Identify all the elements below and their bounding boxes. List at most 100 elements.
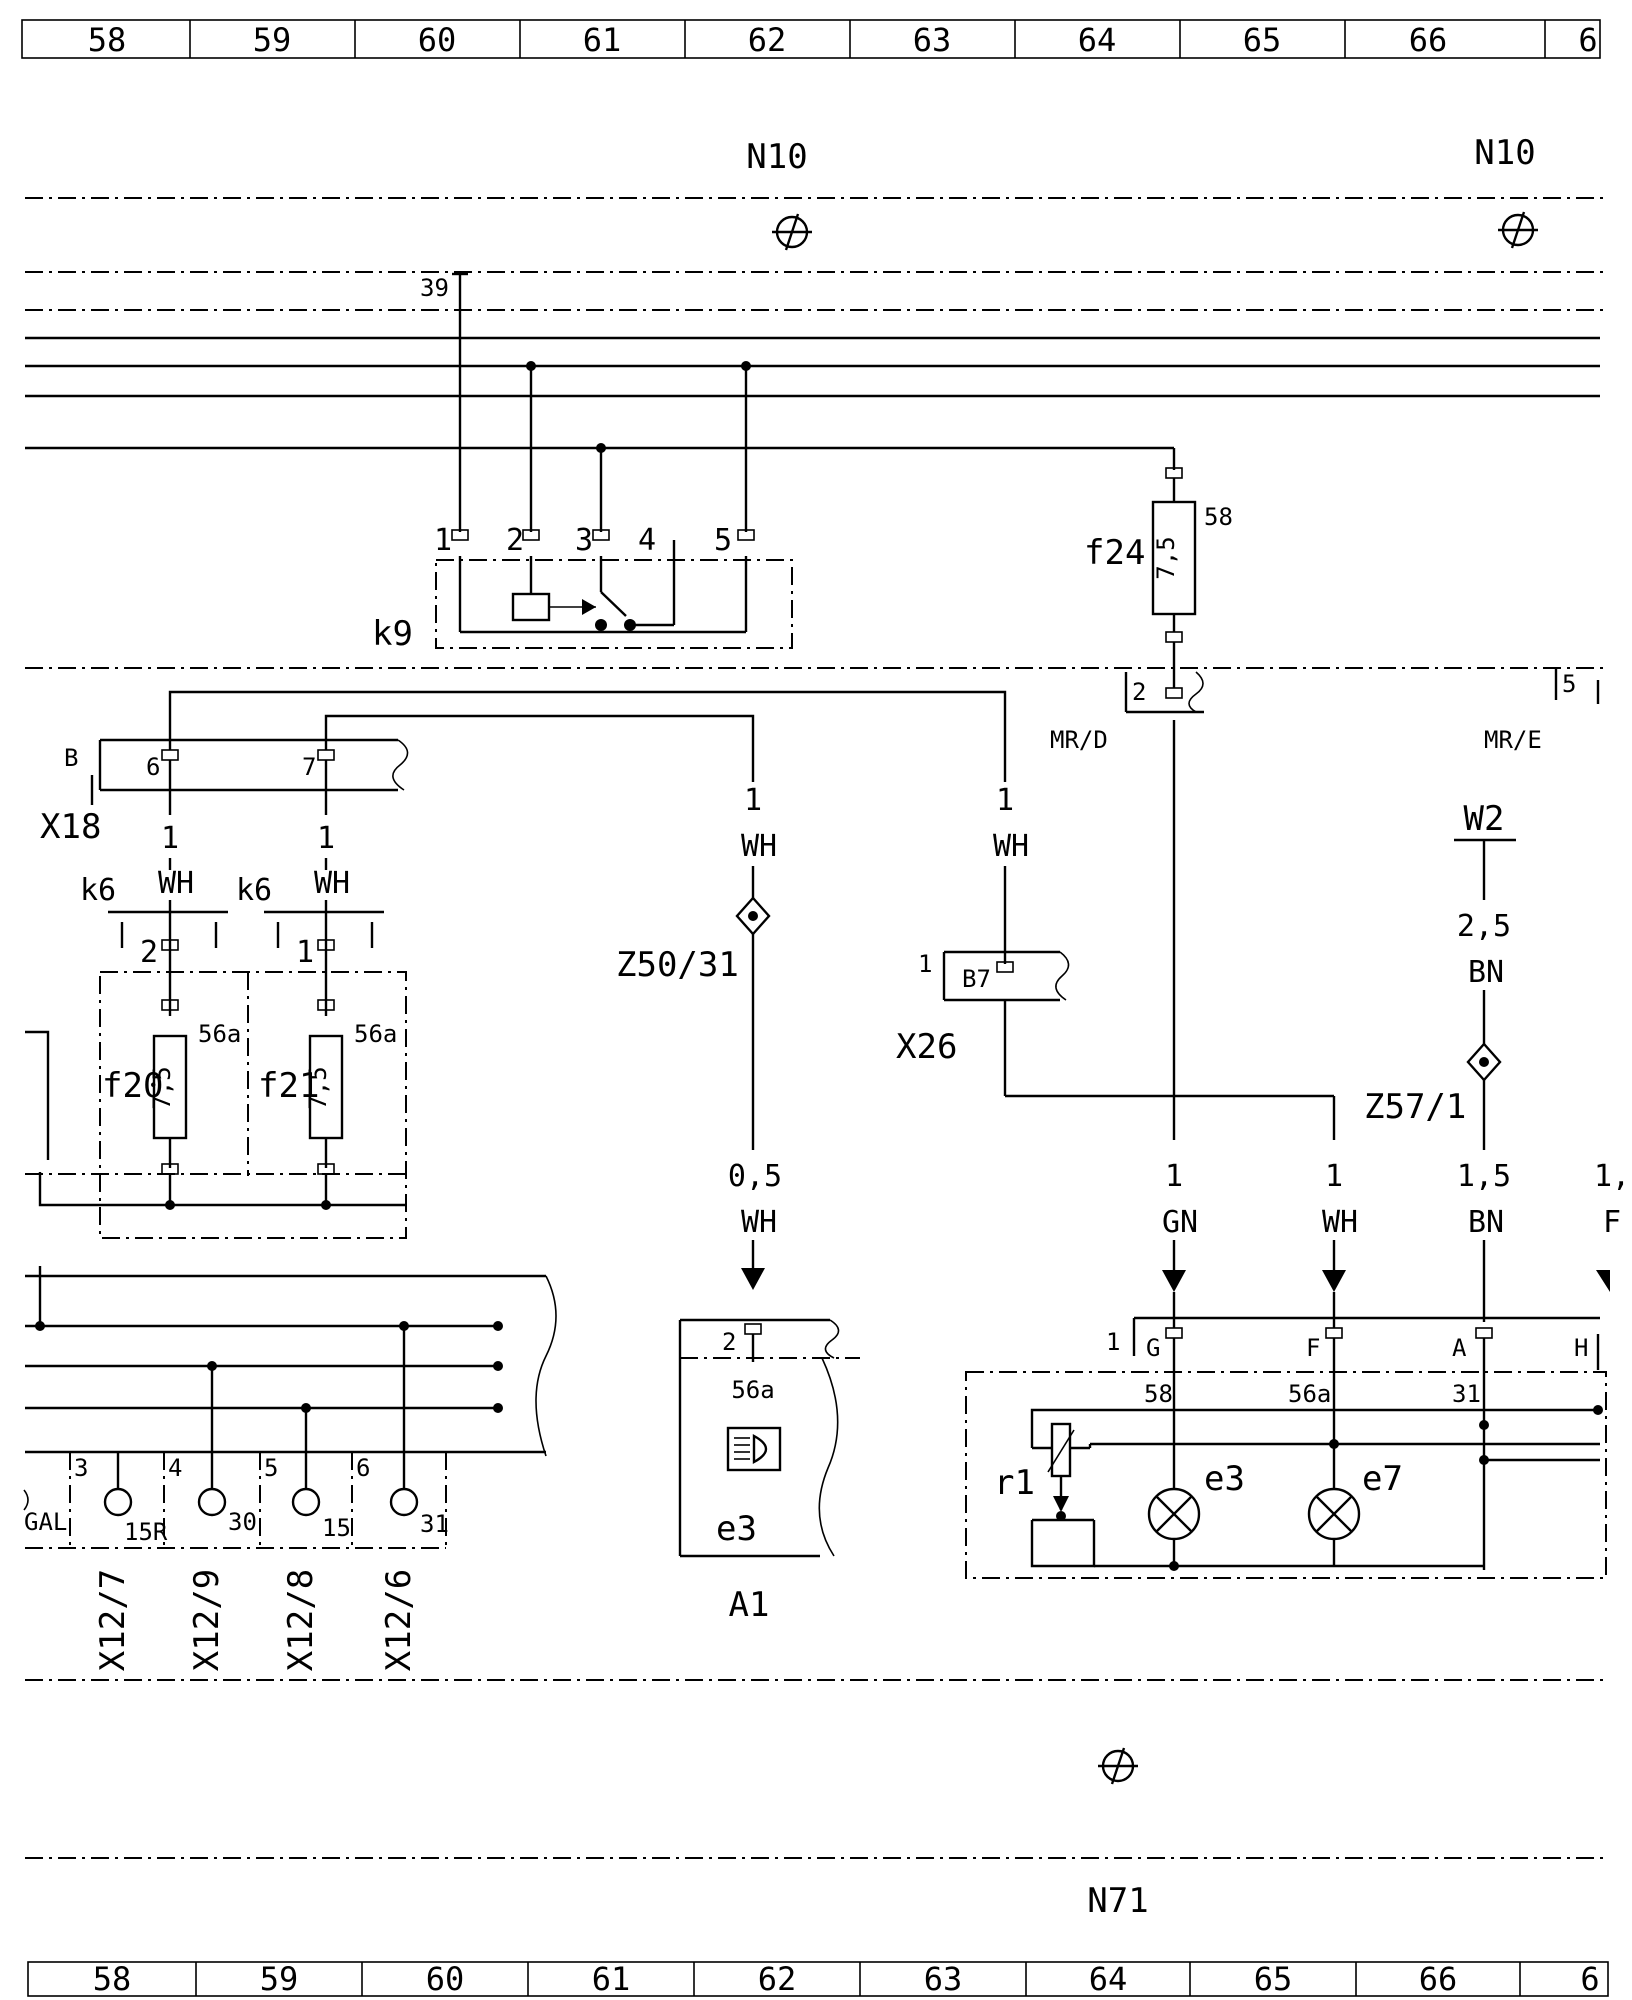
bottom-ruler-cell: 62 <box>758 1960 797 1998</box>
wire-size: 1 <box>744 783 762 818</box>
top-ruler: 58 59 60 61 62 63 64 65 66 6 <box>21 19 1601 59</box>
ground-node-label: N10 <box>746 137 807 177</box>
panel-pin-letter: G <box>1146 1334 1160 1362</box>
a1-pin: 2 <box>722 1328 736 1356</box>
x12-slot-name: X12/9 <box>187 1569 227 1671</box>
wire-size: 2,5 <box>1457 909 1511 944</box>
relay-pin-label: 1 <box>434 523 452 558</box>
lamp-e3: e3 <box>1147 1459 1245 1571</box>
wire-size: 1, <box>1594 1159 1630 1194</box>
fuse-holder: k6 <box>236 873 272 908</box>
connector-pin: 6 <box>146 753 160 781</box>
fuse-name: f21 <box>258 1066 319 1106</box>
wire-color: WH <box>741 829 777 864</box>
top-ruler-cell: 63 <box>913 21 952 59</box>
top-ruler-cell: 58 <box>88 21 127 59</box>
relay-pin-label: 2 <box>506 523 524 558</box>
wire-size: 1 <box>161 821 179 856</box>
connector-mr-e: 5 MR/E <box>1484 668 1600 754</box>
connector-name: MR/E <box>1484 726 1542 754</box>
top-ruler-cell: 66 <box>1409 21 1448 59</box>
x12-terminal: 31 <box>420 1510 449 1538</box>
bottom-ruler-cell: 6 <box>1580 1960 1599 1998</box>
panel-feeds: 1 GN 1 WH W2 2,5 BN Z57/1 1,5 BN 1, F <box>1162 720 1630 1322</box>
fuse-f20: k6 2 7,5 f20 56a <box>80 873 241 1175</box>
x12-pin: 5 <box>264 1454 278 1482</box>
fuse-rating: 7,5 <box>1152 536 1180 579</box>
connector-name: X18 <box>40 807 101 847</box>
connector-pin: B7 <box>962 965 991 993</box>
wire-color: WH <box>158 866 194 901</box>
wire-size: 1 <box>996 783 1014 818</box>
wire-color: WH <box>741 1205 777 1240</box>
a1-terminal: 56a <box>731 1376 774 1404</box>
bus-lines <box>25 336 1600 470</box>
panel-pin-letter: A <box>1452 1334 1467 1362</box>
x12-slot-name: X12/6 <box>379 1569 419 1671</box>
panel-pin-terminal: 31 <box>1452 1380 1481 1408</box>
x12-pin: 6 <box>356 1454 370 1482</box>
wire-size: 1 <box>1165 1159 1183 1194</box>
instrument-panel: 1 G F A H 58 56a 31 <box>965 1292 1607 1579</box>
wire-color: BN <box>1468 1205 1504 1240</box>
a1-lamp: e3 <box>716 1509 757 1549</box>
fuse-pin: 1 <box>296 935 314 970</box>
ground-node-bottom: N71 <box>1087 1747 1149 1921</box>
x12-left-label: GAL <box>24 1508 67 1536</box>
fuse-rating: 7,5 <box>304 1066 332 1109</box>
panel-pin-terminal: 58 <box>1144 1380 1173 1408</box>
bottom-ruler-cell: 61 <box>592 1960 631 1998</box>
top-ruler-cell: 61 <box>583 21 622 59</box>
bottom-ruler-cell: 59 <box>260 1960 299 1998</box>
relay-pin-label: 4 <box>638 523 656 558</box>
wire-color: WH <box>993 829 1029 864</box>
connector-mr-d: 2 MR/D <box>1050 642 1204 754</box>
relay-pin-label: 39 <box>420 274 449 302</box>
top-ruler-cell: 64 <box>1078 21 1117 59</box>
x26-branch: 1 WH 1 B7 X26 <box>896 783 1336 1140</box>
fuse-f21: k6 1 7,5 f21 56a <box>236 873 397 1175</box>
lamp-name: e3 <box>1204 1459 1245 1499</box>
fuse-rating: 7,5 <box>148 1066 176 1109</box>
a1-name: A1 <box>729 1585 770 1625</box>
top-ruler-cell: 59 <box>253 21 292 59</box>
headlamp-icon <box>726 1426 782 1472</box>
relay-pin-label: 5 <box>714 523 732 558</box>
x12-pin: 3 <box>74 1454 88 1482</box>
panel-pin-letter: F <box>1306 1334 1320 1362</box>
fuse-terminal: 56a <box>198 1020 241 1048</box>
k6-enclosure <box>25 971 407 1239</box>
wire-color: F <box>1603 1205 1621 1240</box>
bottom-ruler-cell: 60 <box>426 1960 465 1998</box>
wire-color: GN <box>1162 1205 1198 1240</box>
rheostat-r1: r1 <box>994 1422 1096 1568</box>
fuse-holder: k6 <box>80 873 116 908</box>
rheostat-name: r1 <box>994 1463 1035 1503</box>
splice-name: Z50/31 <box>616 945 739 985</box>
bottom-ruler-cell: 65 <box>1254 1960 1293 1998</box>
bottom-ruler-cell: 63 <box>924 1960 963 1998</box>
fuse-pin: 2 <box>140 935 158 970</box>
wire-color: BN <box>1468 955 1504 990</box>
connector-name: X26 <box>896 1027 957 1067</box>
fuse-terminal: 58 <box>1204 503 1233 531</box>
ground-node-top-right: N10 <box>1474 133 1538 249</box>
ground-node-label: N10 <box>1474 133 1535 173</box>
panel-pin-letter: H <box>1574 1334 1588 1362</box>
bottom-ruler: 58 59 60 61 62 63 64 65 66 6 <box>27 1960 1609 1998</box>
x12-slot-name: X12/8 <box>281 1569 321 1671</box>
relay-k9: 39 1 2 3 4 5 k9 <box>372 272 793 654</box>
top-ruler-cell: 6 <box>1578 21 1597 59</box>
wire-size: 1 <box>1325 1159 1343 1194</box>
wire-color: WH <box>1322 1205 1358 1240</box>
fuse-name: f24 <box>1084 533 1145 573</box>
bottom-ruler-cell: 58 <box>93 1960 132 1998</box>
z50-branch: 1 WH Z50/31 0,5 WH <box>616 783 782 1290</box>
fuse-name: f20 <box>102 1066 163 1106</box>
wire-size: 0,5 <box>728 1159 782 1194</box>
relay-pin-label: 3 <box>575 523 593 558</box>
connector-side: 1 <box>918 950 932 978</box>
top-ruler-cell: 65 <box>1243 21 1282 59</box>
module-a1: 2 56a e3 A1 <box>678 1318 860 1625</box>
